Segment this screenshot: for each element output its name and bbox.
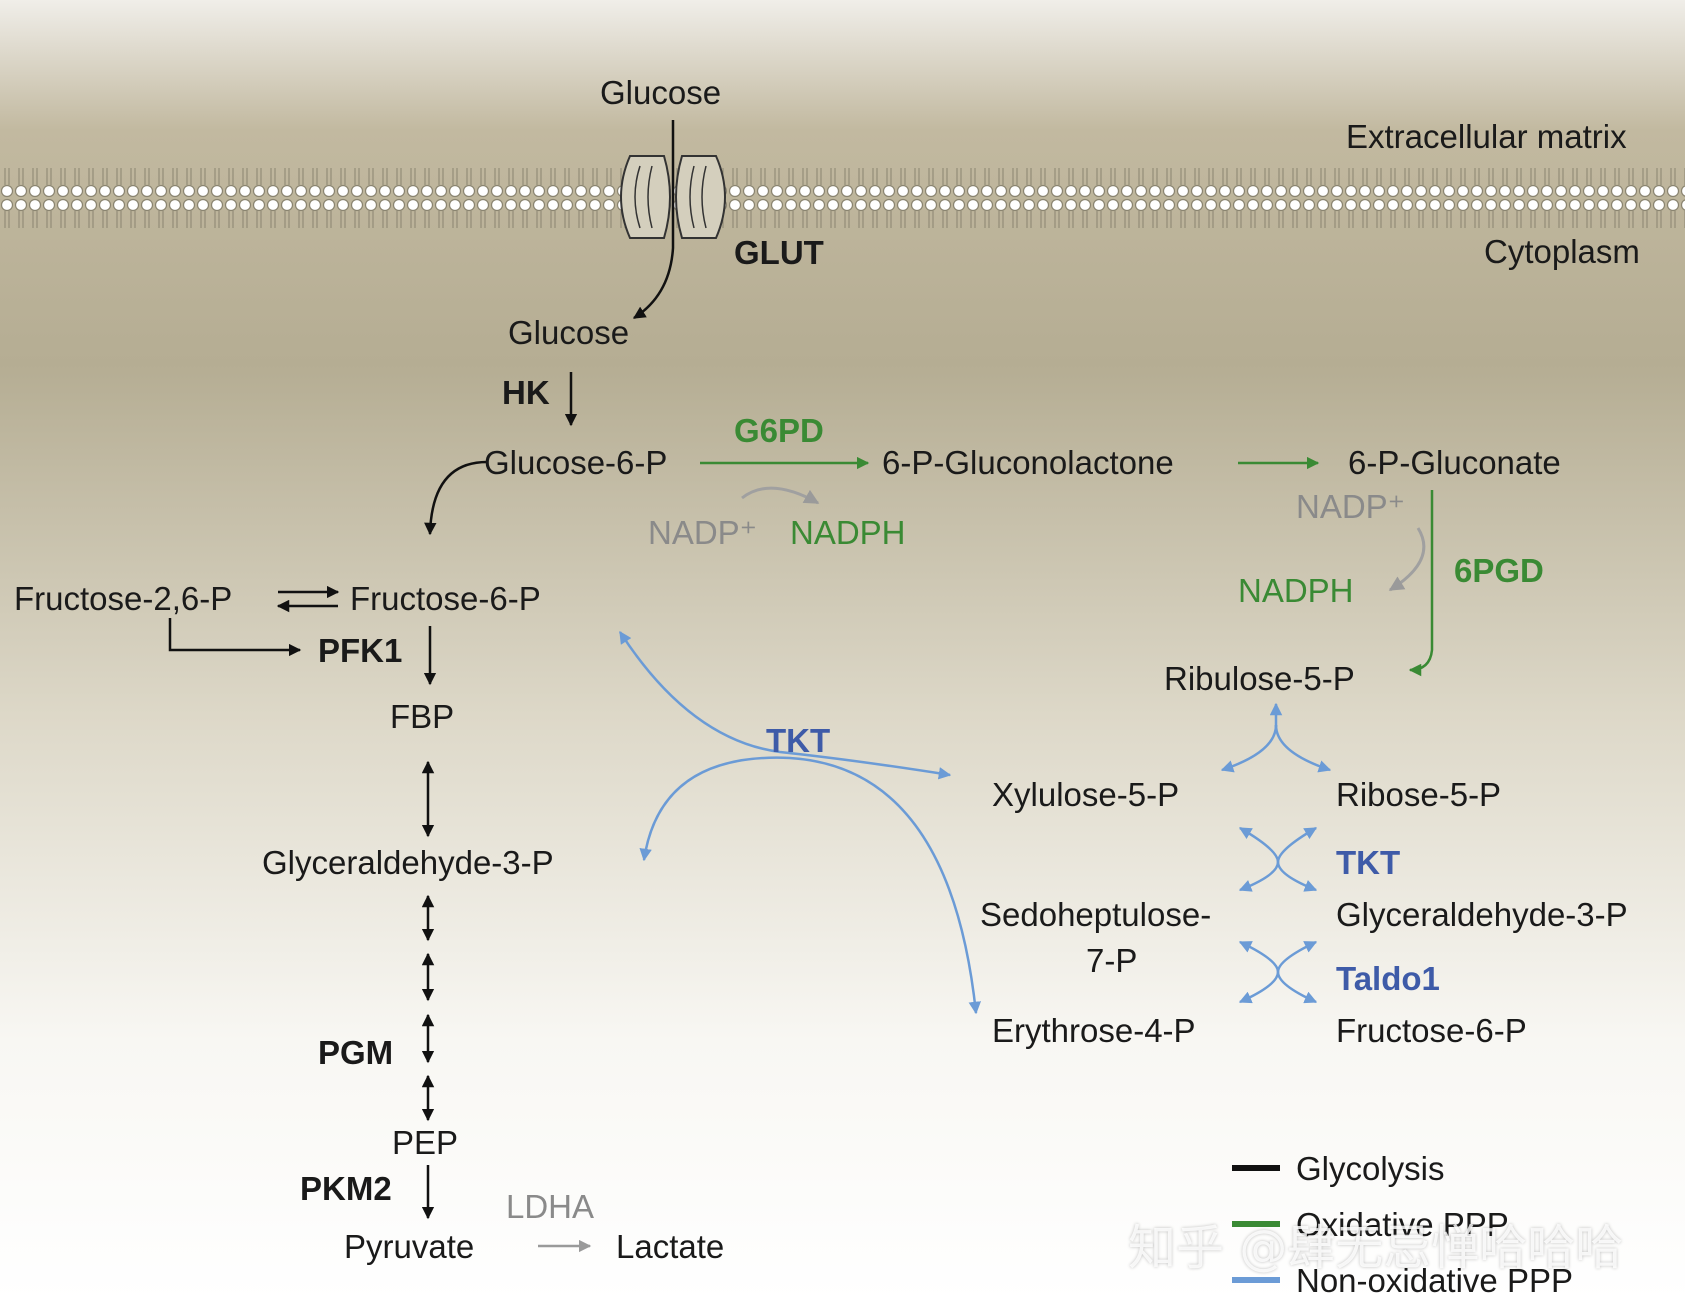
glut-label: GLUT [734,234,824,271]
glucose-cytoplasm-label: Glucose [508,314,630,351]
fructose-2-6-p-label: Fructose-2,6-P [14,580,233,617]
glucose-extracellular-label: Glucose [600,74,722,111]
tkt-label-1: TKT [766,722,831,759]
tkt-label-2: TKT [1336,844,1401,881]
pyruvate-label: Pyruvate [344,1228,475,1265]
nadp-label-2: NADP⁺ [1296,488,1406,525]
pgm-label: PGM [318,1034,394,1071]
legend-label-nonoxidative: Non-oxidative PPP [1296,1262,1573,1299]
nadp-label-1: NADP⁺ [648,514,758,551]
fructose-6-p-right-label: Fructose-6-P [1336,1012,1527,1049]
glyceraldehyde-3-p-right-label: Glyceraldehyde-3-P [1336,896,1628,933]
g6pd-label: G6PD [734,412,824,449]
hk-label: HK [502,374,550,411]
gluconolactone-label: 6-P-Gluconolactone [882,444,1174,481]
sedoheptulose-label-line1: Sedoheptulose- [980,896,1212,933]
nadph-label-2: NADPH [1238,572,1354,609]
legend-label-glycolysis: Glycolysis [1296,1150,1445,1187]
watermark-text: 知乎 @肆无忌惮哈哈哈 [1128,1220,1624,1276]
xylulose-5-p-label: Xylulose-5-P [992,776,1180,813]
erythrose-4-p-label: Erythrose-4-P [992,1012,1196,1049]
pep-label: PEP [392,1124,459,1161]
taldo1-label: Taldo1 [1336,960,1440,997]
6pgd-label: 6PGD [1454,552,1544,589]
cytoplasm-label: Cytoplasm [1484,233,1640,270]
pkm2-label: PKM2 [300,1170,392,1207]
fructose-6-p-label: Fructose-6-P [350,580,541,617]
pfk1-label: PFK1 [318,632,403,669]
gluconate-label: 6-P-Gluconate [1348,444,1561,481]
glyceraldehyde-3-p-label: Glyceraldehyde-3-P [262,844,554,881]
fbp-label: FBP [390,698,455,735]
legend-label-oxidative: Oxidative PPP [1296,1206,1509,1243]
lactate-label: Lactate [616,1228,725,1265]
nadph-label-1: NADPH [790,514,906,551]
ribulose-5-p-label: Ribulose-5-P [1164,660,1355,697]
glut-transporter-icon [620,155,726,239]
ldha-label: LDHA [506,1188,595,1225]
extracellular-matrix-label: Extracellular matrix [1346,118,1627,155]
sedoheptulose-label-line2: 7-P [1086,942,1138,979]
glucose-6-p-label: Glucose-6-P [484,444,668,481]
ribose-5-p-label: Ribose-5-P [1336,776,1502,813]
